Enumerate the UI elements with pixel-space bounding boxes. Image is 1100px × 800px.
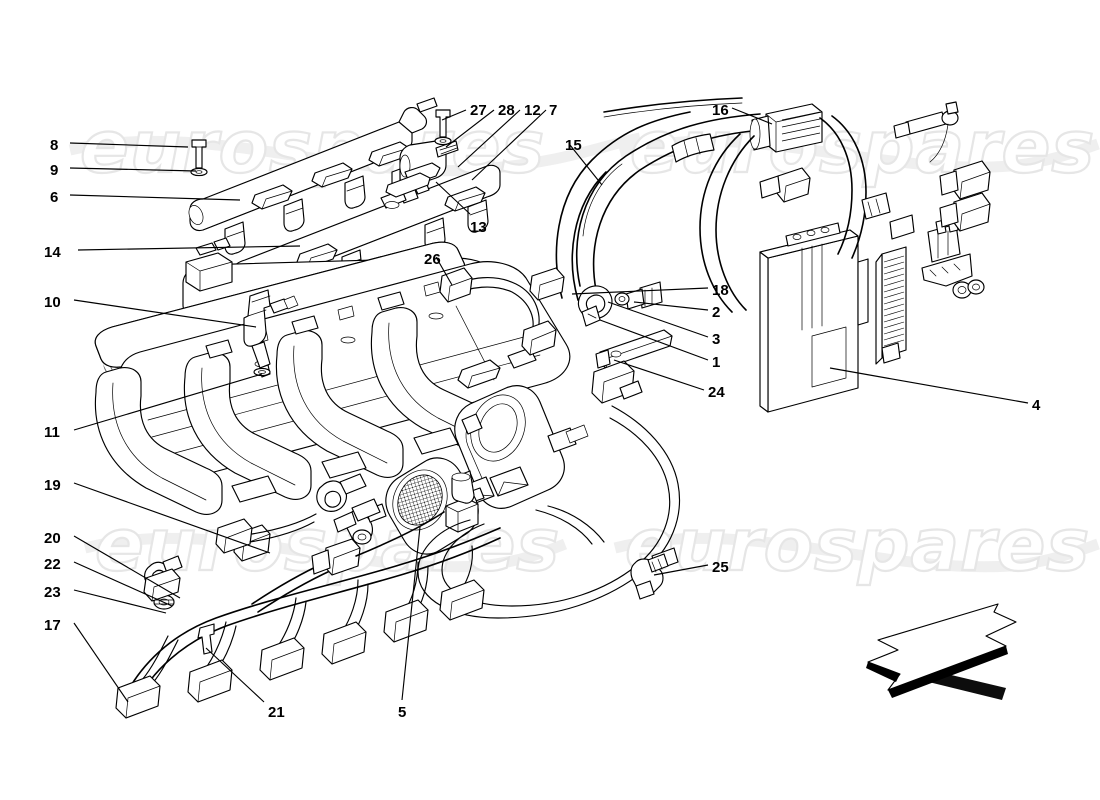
rail-socket bbox=[467, 199, 489, 233]
callout-13: 13 bbox=[470, 219, 487, 236]
connector-24 bbox=[591, 360, 643, 404]
callout-10: 10 bbox=[44, 294, 61, 311]
callout-20: 20 bbox=[44, 530, 61, 547]
callout-11: 11 bbox=[44, 424, 60, 441]
hose-connector-18 bbox=[529, 267, 565, 301]
callout-28: 28 bbox=[498, 102, 515, 119]
callout-4: 4 bbox=[1032, 397, 1041, 414]
bolt-3 bbox=[614, 281, 663, 310]
injector-harness bbox=[115, 503, 501, 719]
harness-connector bbox=[759, 167, 811, 203]
harness-branch bbox=[187, 621, 237, 703]
harness-branch bbox=[383, 561, 429, 643]
callout-23: 23 bbox=[44, 584, 61, 601]
callout-5: 5 bbox=[398, 704, 407, 721]
clip-25 bbox=[630, 553, 669, 600]
harness-branch bbox=[115, 635, 179, 719]
callout-14: 14 bbox=[44, 244, 61, 261]
callout-8: 8 bbox=[50, 137, 59, 154]
callout-21: 21 bbox=[268, 704, 285, 721]
rail-clamp bbox=[311, 162, 353, 188]
air-flow-meter bbox=[385, 457, 479, 555]
hose-clip-26 bbox=[439, 267, 557, 356]
idle-actuator bbox=[489, 466, 529, 497]
callout-26: 26 bbox=[424, 251, 441, 268]
washer-28 bbox=[434, 136, 452, 146]
ecu bbox=[759, 222, 907, 413]
callout-18: 18 bbox=[712, 282, 729, 299]
ignition-module bbox=[749, 103, 823, 153]
leader-lines bbox=[69, 107, 1029, 703]
callout-19: 19 bbox=[44, 477, 61, 494]
fuel-rail-upper bbox=[188, 97, 438, 255]
callout-24: 24 bbox=[708, 384, 725, 401]
ecu-mount-hardware bbox=[921, 217, 985, 299]
bracket-1 bbox=[595, 329, 673, 369]
callout-22: 22 bbox=[44, 556, 61, 573]
cam-cover-detail bbox=[185, 237, 233, 292]
throttle-body bbox=[451, 347, 589, 510]
inline-fuse bbox=[893, 101, 959, 139]
callout-25: 25 bbox=[712, 559, 729, 576]
rail-socket bbox=[283, 198, 305, 232]
callout-12: 12 bbox=[524, 102, 541, 119]
harness-branch bbox=[439, 545, 485, 621]
callout-15: 15 bbox=[565, 137, 582, 154]
vacuum-hoses bbox=[555, 97, 991, 313]
rail-clamp bbox=[251, 184, 293, 210]
manifold-plug bbox=[215, 513, 317, 554]
harness-connector-19 bbox=[311, 538, 361, 576]
harness-branch bbox=[321, 579, 369, 665]
callout-16: 16 bbox=[712, 102, 729, 119]
callout-1: 1 bbox=[712, 354, 721, 371]
callout-3: 3 bbox=[712, 331, 721, 348]
manifold-bosses bbox=[205, 281, 444, 368]
callout-2: 2 bbox=[712, 304, 721, 321]
fuel-rail-lower bbox=[230, 140, 501, 314]
washer-9 bbox=[190, 167, 208, 177]
callout-9: 9 bbox=[50, 162, 59, 179]
manifold-runners bbox=[94, 307, 487, 515]
harness-branch bbox=[259, 597, 307, 681]
harness-connector bbox=[939, 192, 991, 232]
bolt-8 bbox=[191, 139, 207, 169]
rail-socket bbox=[224, 221, 246, 255]
harness-stud bbox=[197, 623, 215, 655]
direction-arrow bbox=[866, 603, 1017, 700]
rail-clamp bbox=[444, 186, 486, 212]
rail-socket bbox=[344, 175, 366, 209]
callout-6: 6 bbox=[50, 189, 59, 206]
manifold-bracket bbox=[316, 473, 381, 545]
callout-7: 7 bbox=[549, 102, 558, 119]
callout-17: 17 bbox=[44, 617, 61, 634]
callout-27: 27 bbox=[470, 102, 487, 119]
injector bbox=[243, 289, 299, 378]
harness-connector bbox=[939, 160, 991, 200]
bolt-27 bbox=[435, 109, 451, 138]
